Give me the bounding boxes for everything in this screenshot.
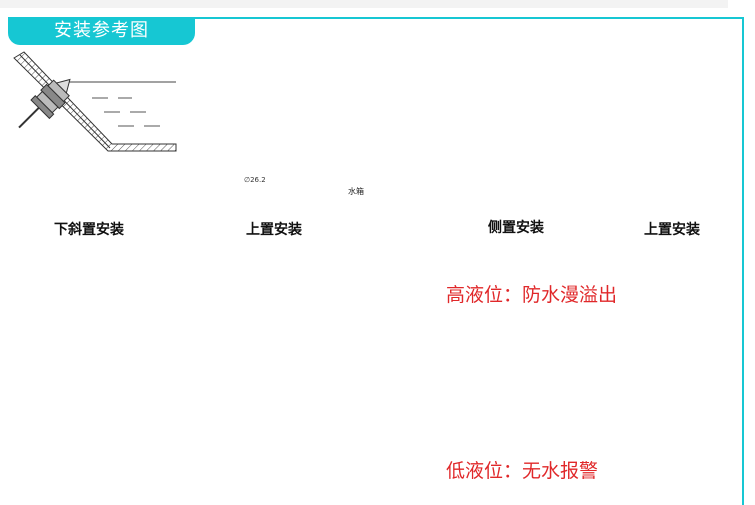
top-strip [0, 0, 728, 8]
dimension-annotation: ∅26.2 [244, 176, 266, 184]
top-mount-label-2: 上置安装 [644, 222, 700, 238]
right-border [742, 17, 744, 505]
tank-annotation: 水箱 [348, 187, 364, 196]
top-mount-label-1: 上置安装 [246, 222, 302, 238]
inclined-mount-label: 下斜置安装 [54, 222, 124, 238]
section-title: 安装参考图 [54, 20, 149, 41]
high-level-alarm-label: 高液位：防水漫溢出 [446, 284, 618, 306]
inclined-mount-diagram [13, 51, 177, 152]
header-tab [8, 17, 195, 45]
header-rule [8, 17, 743, 19]
low-level-alarm-label: 低液位：无水报警 [446, 460, 599, 482]
side-mount-label: 侧置安装 [488, 220, 544, 236]
